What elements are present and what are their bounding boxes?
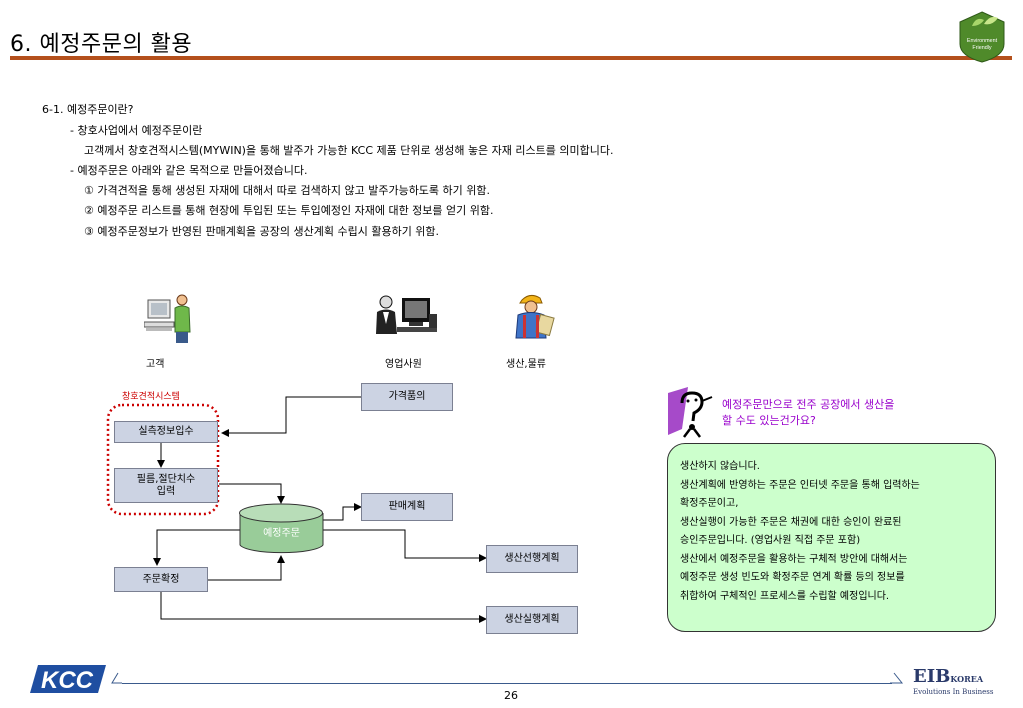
faq-answer-line-2: 생산계획에 반영하는 주문은 인터넷 주문을 통해 입력하는 [680, 479, 920, 491]
body-line-2: 고객께서 창호견적시스템(MYWIN)을 통해 발주가 가능한 KCC 제품 단… [84, 144, 614, 157]
body-line-5: ② 예정주문 리스트를 통해 현장에 투입된 또는 투입예정인 자재에 대한 정… [84, 204, 494, 217]
faq-answer-line-3: 확정주문이고, [680, 498, 739, 509]
sales-rep-at-computer-icon [376, 295, 437, 334]
actor-customer-label: 고객 [146, 359, 165, 370]
body-line-3: - 예정주문은 아래와 같은 목적으로 만들어졌습니다. [70, 164, 308, 177]
faq-answer-line-1: 생산하지 않습니다. [680, 461, 760, 472]
arrow-film-to-planned [219, 483, 285, 504]
section-heading: 6-1. 예정주문이란? [42, 103, 134, 116]
actor-sales-label: 영업사원 [385, 359, 422, 370]
page-number: 26 [504, 689, 518, 702]
title-divider [10, 56, 1012, 60]
page-title: 6. 예정주문의 활용 [10, 32, 193, 57]
footer-line-left-cap [111, 672, 122, 684]
kcc-logo: KCC [30, 665, 106, 694]
body-line-6: ③ 예정주문정보가 반영된 판매계획을 공장의 생산계획 수립시 활용하기 위함… [84, 225, 440, 238]
footer-divider [122, 683, 892, 684]
faq-question: 예정주문만으로 전주 공장에서 생산을 할 수도 있는건가요? [722, 397, 894, 429]
badge-text-2: Friendly [972, 45, 991, 51]
environment-friendly-badge: Environment Friendly [959, 11, 1005, 63]
badge-text-1: Environment [967, 38, 998, 44]
box-price-inquiry: 가격품의 [361, 383, 453, 411]
arrow-confirm-to-planned [208, 555, 285, 581]
faq-answer-line-7: 예정주문 생성 빈도와 확정주문 연계 확률 등의 정보를 [680, 572, 905, 583]
svg-text:KCC: KCC [41, 667, 94, 694]
faq-answer-line-5: 승인주문입니다. (영업사원 직접 주문 포함) [680, 535, 861, 546]
question-mark-figure-icon [668, 387, 713, 438]
arrow-planned-to-confirm [153, 529, 240, 566]
eib-logo-suffix: KOREA [950, 674, 984, 684]
production-worker-icon [515, 294, 555, 339]
box-advance-production-plan: 생산선행계획 [486, 545, 578, 573]
faq-answer-line-4: 생산실행이 가능한 주문은 채권에 대한 승인이 완료된 [680, 516, 902, 528]
eib-tagline: Evolutions In Business [913, 688, 994, 696]
faq-question-line-2: 할 수도 있는건가요? [722, 414, 816, 427]
planned-order-database-icon [239, 503, 324, 554]
actor-production-label: 생산,물류 [506, 359, 546, 370]
footer-line-right-cap [890, 672, 904, 684]
eib-korea-logo: EIBKOREA Evolutions In Business [913, 666, 994, 697]
planned-order-label: 예정주문 [263, 528, 300, 539]
faq-answer-line-6: 생산에서 예정주문을 활용하는 구체적 방안에 대해서는 [680, 553, 908, 565]
box-actual-production-plan: 생산실행계획 [486, 606, 578, 634]
box-sales-plan: 판매계획 [361, 493, 453, 521]
system-label: 창호견적시스템 [122, 392, 180, 402]
faq-question-line-1: 예정주문만으로 전주 공장에서 생산을 [722, 398, 895, 411]
faq-answer-line-8: 취합하여 구체적인 프로세스를 수립할 예정입니다. [680, 590, 890, 602]
box-order-confirm: 주문확정 [114, 567, 208, 592]
leaf-icon [972, 18, 984, 26]
system-boundary [106, 403, 220, 516]
customer-at-computer-icon [144, 294, 191, 343]
arrow-price-to-measurement [221, 396, 361, 437]
body-line-4: ① 가격견적을 통해 생성된 자재에 대해서 따로 검색하지 않고 발주가능하도… [84, 184, 491, 197]
box-film-cut-input: 필름,절단치수 입력 [114, 468, 218, 503]
arrow-confirm-to-actual [160, 592, 487, 623]
arrow-planned-to-advance [323, 529, 487, 562]
faq-answer-box: 생산하지 않습니다. 생산계획에 반영하는 주문은 인터넷 주문을 통해 입력하… [667, 443, 996, 632]
eib-logo-text: EIB [913, 666, 951, 687]
box-measurement-input: 실측정보입수 [114, 421, 218, 443]
body-line-1: - 창호사업에서 예정주문이란 [70, 124, 203, 137]
arrow-planned-to-sales-plan [323, 503, 362, 521]
